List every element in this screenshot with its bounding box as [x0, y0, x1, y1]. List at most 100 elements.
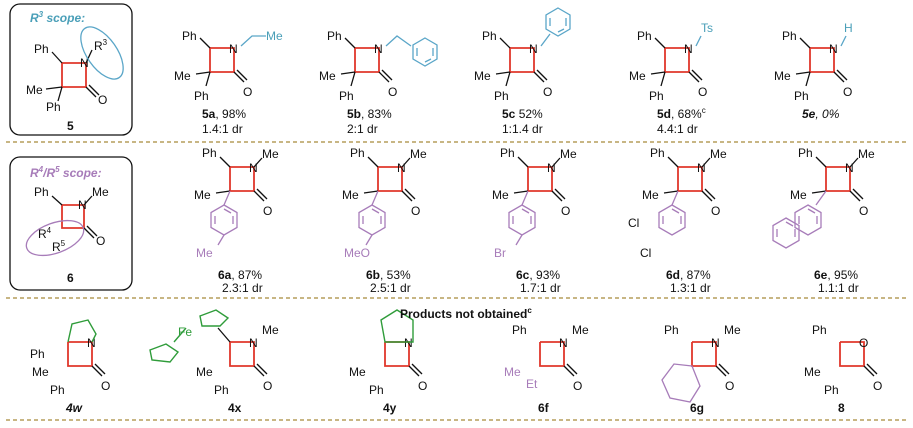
atom-ph: Ph: [794, 89, 809, 103]
r3-scope-frame: [9, 3, 133, 136]
atom-ph: Ph: [494, 89, 509, 103]
atom-me: Me: [262, 147, 279, 161]
atom-o: O: [859, 204, 868, 218]
atom-o: O: [573, 379, 582, 393]
dr-ratio: 1.3:1 dr: [670, 281, 711, 295]
atom-ph: Ph: [500, 146, 515, 160]
atom-me: Me: [710, 147, 727, 161]
atom-ph: Ph: [327, 29, 342, 43]
atom-me: Me: [572, 323, 589, 337]
atom-me: Me: [32, 365, 49, 379]
atom-r4: R4: [38, 226, 52, 241]
atom-me: Me: [790, 188, 807, 202]
atom-n: N: [87, 336, 96, 350]
compound-label: 8: [838, 401, 845, 415]
atom-ph: Ph: [482, 29, 497, 43]
core-structure-5: Ph N R3 Me O Ph: [26, 26, 124, 114]
atom-me: Me: [560, 147, 577, 161]
atom-r5: R5: [52, 239, 66, 254]
atom-ph: Ph: [34, 185, 49, 199]
atom-o: O: [873, 379, 882, 393]
atom-ph: Ph: [350, 146, 365, 160]
dr-ratio: 1.7:1 dr: [520, 281, 561, 295]
atom-n: N: [559, 336, 568, 350]
aryl-ring: [358, 204, 386, 236]
substituent: MeO: [344, 246, 370, 260]
atom-o: O: [711, 204, 720, 218]
atom-me: Me: [774, 69, 791, 83]
dr-ratio: 4.4:1 dr: [657, 122, 698, 136]
r3-scope-panel: R3 scope: Ph N R3 Me O Ph 5: [9, 3, 133, 136]
atom-o: O: [243, 85, 252, 99]
dr-ratio: 1.1:1 dr: [818, 281, 859, 295]
atom-n: N: [697, 161, 706, 175]
atom-n: N: [78, 198, 87, 212]
r45-highlight-ellipse: [25, 219, 85, 257]
compound-label: 4y: [383, 401, 397, 415]
naphthyl-ring-b: [772, 217, 800, 249]
aryl-ring: [210, 204, 238, 236]
atom-me: Me: [724, 323, 741, 337]
atom-n: N: [249, 336, 258, 350]
atom-ph: Ph: [50, 383, 65, 397]
atom-o: O: [411, 204, 420, 218]
compound-label: 4w: [65, 401, 83, 415]
atom-ph: Ph: [214, 383, 229, 397]
beta-lactam-ring: [340, 37, 393, 87]
substituent-ts: Ts: [701, 21, 713, 35]
atom-me: Me: [410, 147, 427, 161]
atom-ph: Ph: [339, 89, 354, 103]
atom-o: O: [725, 379, 734, 393]
atom-o: O: [418, 379, 427, 393]
atom-n: N: [547, 161, 556, 175]
beta-lactam-ring: [195, 37, 248, 87]
compound-caption: 5c 52%: [502, 107, 543, 121]
atom-me: Me: [194, 188, 211, 202]
atom-me: Me: [642, 188, 659, 202]
atom-ph: Ph: [512, 323, 527, 337]
r45-scope-frame: [9, 156, 133, 291]
atom-fe: Fe: [178, 325, 192, 339]
substituent: Br: [494, 246, 506, 260]
atom-n: N: [684, 42, 693, 56]
atom-o: O: [698, 85, 707, 99]
atom-ph: Ph: [202, 146, 217, 160]
substituent-me: Me: [504, 365, 521, 379]
compound-caption: 5b, 83%: [347, 107, 392, 121]
substituent: Me: [196, 246, 213, 260]
atom-o: O: [561, 204, 570, 218]
products-not-obtained-heading: Products not obtainedc: [400, 306, 532, 321]
atom-ph-2: Ph: [46, 100, 61, 114]
compound-caption: 5a, 98%: [202, 107, 246, 121]
core-label-5: 5: [67, 119, 74, 133]
compound-caption: 6a, 87%: [218, 268, 262, 282]
benzyl-ring: [412, 37, 438, 67]
substituent-me: Me: [266, 29, 283, 43]
atom-me: Me: [26, 83, 43, 97]
r3-highlight-ellipse: [80, 26, 124, 80]
atom-o: O: [263, 379, 272, 393]
atom-me: Me: [262, 323, 279, 337]
atom-me: Me: [319, 69, 336, 83]
atom-me: Me: [858, 147, 875, 161]
atom-n: N: [845, 161, 854, 175]
atom-n: N: [397, 161, 406, 175]
compound-label: 4x: [228, 401, 242, 415]
atom-o: O: [98, 93, 107, 107]
compound-caption: 5d, 68%c: [657, 106, 706, 121]
dr-ratio: 2.5:1 dr: [370, 281, 411, 295]
atom-ph: Ph: [650, 146, 665, 160]
atom-me: Me: [492, 188, 509, 202]
atom-o: O: [388, 85, 397, 99]
atom-ph: Ph: [182, 29, 197, 43]
atom-ph: Ph: [30, 347, 45, 361]
atom-me: Me: [196, 365, 213, 379]
